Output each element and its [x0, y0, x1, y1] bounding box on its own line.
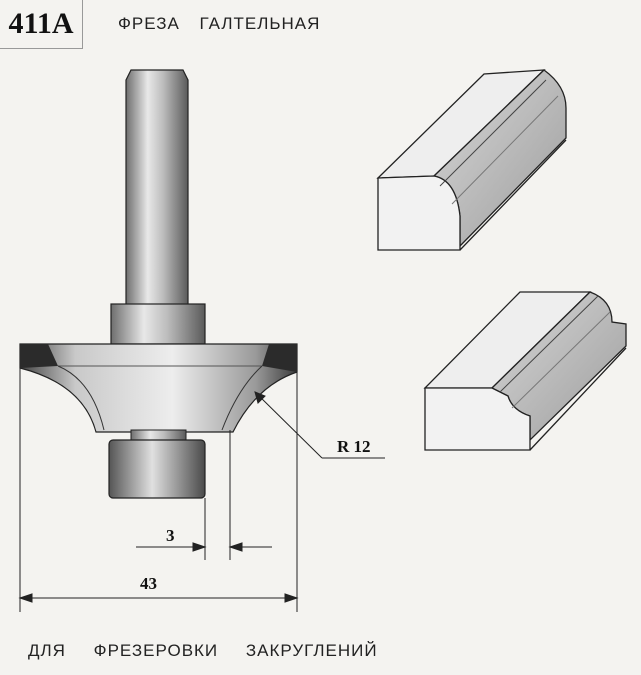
diameter-dimension-label: 43 [140, 574, 157, 593]
product-code: 411A [0, 0, 83, 49]
profile-sample-cove [376, 69, 567, 251]
cutter-body [19, 343, 298, 433]
collar [110, 303, 206, 345]
page-title: ФРЕЗА ГАЛТЕЛЬНАЯ [118, 14, 321, 33]
bearing [108, 429, 206, 499]
dimension-lines [18, 368, 385, 612]
caption: ДЛЯ ФРЕЗЕРОВКИ ЗАКРУГЛЕНИЙ [28, 641, 378, 660]
profile-sample-round [423, 291, 627, 451]
shank [125, 69, 189, 306]
radius-label: R 12 [337, 437, 371, 456]
width-dimension-label: 3 [166, 526, 175, 545]
